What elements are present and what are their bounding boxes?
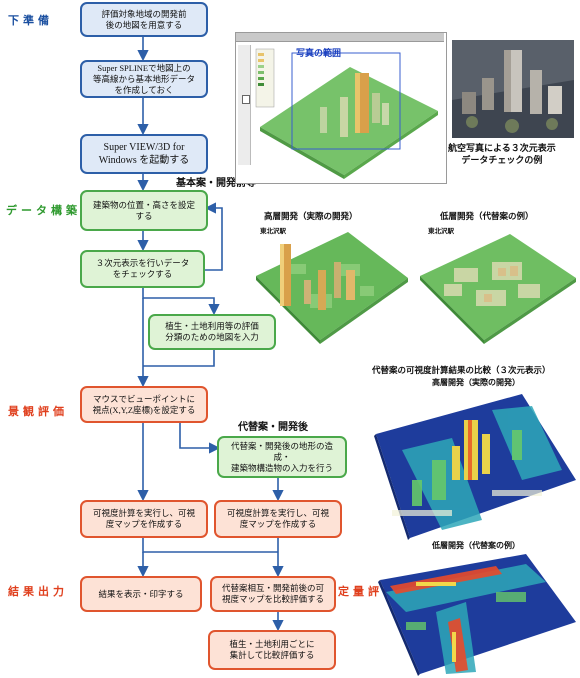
step-compare-maps[interactable]: 代替案相互・開発前後の可視度マップを比較評価する <box>210 576 336 612</box>
step-text-line: 度マップを作成する <box>239 519 317 529</box>
step-text-line: Windows を起動する <box>98 155 190 166</box>
step-text-line: Super VIEW/3D for <box>103 142 185 153</box>
step-text: 評価対象地域の開発前後の地図を用意する <box>101 9 186 31</box>
step-text-line: 建築物構造物の入力を行う <box>230 462 333 473</box>
step-text-line: 代替案相互・開発前後の可 <box>221 583 324 593</box>
stage-preparation: 下準備 <box>8 14 53 27</box>
step-display-print[interactable]: 結果を表示・印字する <box>80 576 202 612</box>
viewer-canvas: 写真の範囲 <box>252 45 442 179</box>
step-text-line: 集計して比較評価する <box>229 650 315 660</box>
high-rise-3d-model <box>256 232 408 344</box>
step-text-line: 等高線から基本地形データ <box>92 73 195 84</box>
station-label-high: 東北沢駅 <box>260 227 286 235</box>
stage-output: 結果出力 <box>8 585 68 598</box>
step-text-line: 建築物の位置・高さを設定 <box>92 199 195 210</box>
step-text-line: 視度マップを比較評価する <box>221 594 324 604</box>
step-text: 植生・土地利用等の評価分類のための地図を入力 <box>165 321 259 343</box>
station-label-low: 東北沢駅 <box>428 227 454 235</box>
step-text: 可視度計算を実行し、可視度マップを作成する <box>227 508 329 530</box>
step-text-line: 代替案・開発後の地形の造成・ <box>230 440 333 462</box>
stage-data-build: データ構築 <box>6 204 81 217</box>
tool-icon <box>242 95 250 104</box>
step-text-line: 分類のための地図を入力 <box>165 332 259 342</box>
visibility-comparison-title: 代替案の可視度計算結果の比較（３次元表示） <box>372 366 551 376</box>
label-alternative-plan: 代替案・開発後 <box>238 422 308 433</box>
step-visibility-alt[interactable]: 可視度計算を実行し、可視度マップを作成する <box>214 500 342 538</box>
step-text: 可視度計算を実行し、可視度マップを作成する <box>93 508 195 530</box>
toolbar-strip <box>238 45 251 165</box>
step-input-alternative[interactable]: 代替案・開発後の地形の造成・建築物構造物の入力を行う <box>217 436 347 478</box>
step-create-terrain[interactable]: Super SPLINEで地図上の等高線から基本地形データを作成しておく <box>80 60 208 98</box>
step-text: 結果を表示・印字する <box>98 589 183 600</box>
stage-quantitative: 定量評価 <box>338 585 398 598</box>
window-titlebar <box>236 33 444 42</box>
step-text-line: 結果を表示・印字する <box>98 588 184 599</box>
aerial-photo <box>452 40 574 138</box>
step-text-line: 可視度計算を実行し、可視 <box>226 508 329 518</box>
step-text: ３次元表示を行いデータをチェックする <box>96 258 190 280</box>
step-text: 植生・土地利用ごとに集計して比較評価する <box>229 639 314 661</box>
stage-landscape-eval: 景観評価 <box>8 405 68 418</box>
label-base-plan: 基本案・開発前等 <box>176 178 256 189</box>
step-text-line: する <box>135 210 153 221</box>
step-text: Super SPLINEで地図上の等高線から基本地形データを作成しておく <box>93 63 195 96</box>
step-text-line: 度マップを作成する <box>105 519 183 529</box>
step-text-line: を作成しておく <box>114 84 174 95</box>
step-prepare-maps[interactable]: 評価対象地域の開発前後の地図を用意する <box>80 2 208 37</box>
step-text: 代替案相互・開発前後の可視度マップを比較評価する <box>222 583 324 605</box>
low-rise-3d-model <box>420 234 576 344</box>
aerial-caption: 航空写真による３次元表示 データチェックの例 <box>448 144 556 166</box>
step-text-line: 植生・土地利用等の評価 <box>165 321 259 331</box>
visibility-high-title: 高層開発（実際の開発） <box>432 378 520 387</box>
step-input-landuse-map[interactable]: 植生・土地利用等の評価分類のための地図を入力 <box>148 314 276 350</box>
terrain-3d-preview <box>255 48 438 179</box>
visibility-map-low <box>378 554 576 676</box>
step-text-line: 評価対象地域の開発前 <box>101 8 187 19</box>
low-rise-title: 低層開発（代替案の例） <box>440 212 534 222</box>
step-visibility-base[interactable]: 可視度計算を実行し、可視度マップを作成する <box>80 500 208 538</box>
step-text-line: マウスでビューポイントに <box>92 393 195 404</box>
step-set-viewpoint[interactable]: マウスでビューポイントに視点(X,Y,Z座標)を設定する <box>80 386 208 423</box>
step-text: 建築物の位置・高さを設定する <box>93 200 195 222</box>
visibility-low-title: 低層開発（代替案の例） <box>432 541 520 550</box>
step-text-line: ３次元表示を行いデータ <box>95 258 190 268</box>
visibility-map-high <box>374 394 576 540</box>
step-text: マウスでビューポイントに視点(X,Y,Z座標)を設定する <box>93 394 196 416</box>
step-set-buildings[interactable]: 建築物の位置・高さを設定する <box>80 190 208 231</box>
step-text-line: Super SPLINEで地図上の <box>97 62 191 73</box>
step-text-line: 可視度計算を実行し、可視 <box>92 508 195 518</box>
step-text-line: をチェックする <box>112 269 173 279</box>
step-text: 代替案・開発後の地形の造成・建築物構造物の入力を行う <box>223 441 341 474</box>
step-text-line: 植生・土地利用ごとに <box>229 639 315 649</box>
photo-range-label: 写真の範囲 <box>296 49 342 59</box>
step-text-line: 視点(X,Y,Z座標)を設定する <box>92 404 196 415</box>
high-rise-title: 高層開発（実際の開発） <box>264 212 358 222</box>
step-aggregate-eval[interactable]: 植生・土地利用ごとに集計して比較評価する <box>208 630 336 670</box>
step-check-3d[interactable]: ３次元表示を行いデータをチェックする <box>80 250 205 288</box>
step-text-line: 後の地図を用意する <box>105 19 183 30</box>
software-window: 写真の範囲 <box>235 32 447 184</box>
